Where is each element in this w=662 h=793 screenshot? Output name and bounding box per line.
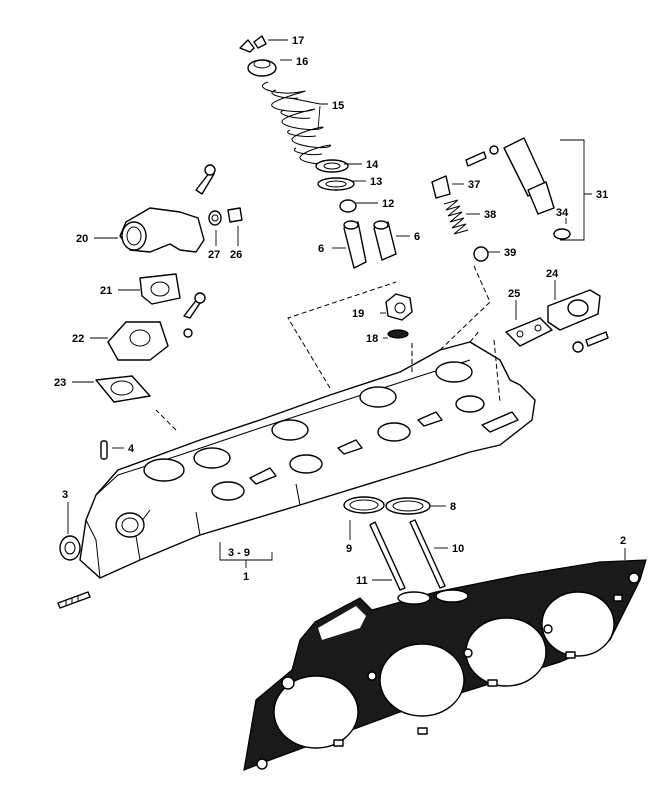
callout-38: 38 xyxy=(484,209,496,221)
callout-13: 13 xyxy=(370,176,382,188)
callout-24: 24 xyxy=(546,268,559,280)
washer-18 xyxy=(387,329,409,339)
spring-retainer xyxy=(247,59,277,77)
callout-27: 27 xyxy=(208,249,220,261)
valve-guides xyxy=(343,220,397,269)
callout-15: 15 xyxy=(332,100,344,112)
stud-bolt xyxy=(57,591,91,609)
callout-6-left: 6 xyxy=(318,243,324,255)
callout-19: 19 xyxy=(352,308,364,320)
ball-39 xyxy=(473,246,489,262)
oil-seal xyxy=(59,535,81,561)
valve-springs xyxy=(261,81,337,165)
leader-lines xyxy=(67,39,626,581)
valves xyxy=(369,519,469,605)
spring-seat-washers xyxy=(315,159,355,191)
callout-21: 21 xyxy=(100,285,112,297)
washer-27 xyxy=(208,210,222,226)
callout-16: 16 xyxy=(296,56,308,68)
callout-31: 31 xyxy=(596,189,608,201)
callout-9: 9 xyxy=(346,543,352,555)
callout-8: 8 xyxy=(450,501,456,513)
callout-11: 11 xyxy=(356,575,368,587)
plug-26 xyxy=(227,207,243,223)
callout-25: 25 xyxy=(508,288,520,300)
thermostat-housing xyxy=(119,164,216,253)
head-gasket xyxy=(243,559,647,771)
callout-37: 37 xyxy=(468,179,480,191)
callout-3: 3 xyxy=(62,489,68,501)
callout-23: 23 xyxy=(54,377,66,389)
callout-4: 4 xyxy=(128,443,135,455)
spring-38 xyxy=(443,199,469,235)
callout-34: 34 xyxy=(556,207,569,219)
nut-19 xyxy=(385,293,413,321)
dowel-pin xyxy=(100,440,108,460)
callout-20: 20 xyxy=(76,233,88,245)
callout-39: 39 xyxy=(504,247,516,259)
plug-37 xyxy=(431,175,451,199)
callout-17: 17 xyxy=(292,35,304,47)
callout-18: 18 xyxy=(366,333,378,345)
valve-stem-seal xyxy=(339,199,357,213)
tensioner-31 xyxy=(465,137,571,240)
cylinder-head-body xyxy=(79,341,536,579)
bracket-24 xyxy=(547,289,609,353)
gasket-21 xyxy=(139,273,181,305)
valve-keepers xyxy=(239,35,267,53)
gasket-25 xyxy=(505,317,553,347)
callout-22: 22 xyxy=(72,333,84,345)
gasket-23 xyxy=(95,375,151,403)
callout-12: 12 xyxy=(382,198,394,210)
callout-10: 10 xyxy=(452,543,464,555)
callout-26: 26 xyxy=(230,249,242,261)
assembly-lines xyxy=(155,265,501,431)
callout-2: 2 xyxy=(620,535,626,547)
valve-seat-rings xyxy=(343,496,431,515)
callout-6-right: 6 xyxy=(414,231,420,243)
callout-3-9: 3 - 9 xyxy=(228,547,250,559)
flange-22 xyxy=(107,292,206,361)
callout-14: 14 xyxy=(366,159,379,171)
callout-labels: 17 16 15 14 13 12 6 6 19 18 37 38 39 34 … xyxy=(54,35,626,587)
callout-1: 1 xyxy=(243,571,249,583)
